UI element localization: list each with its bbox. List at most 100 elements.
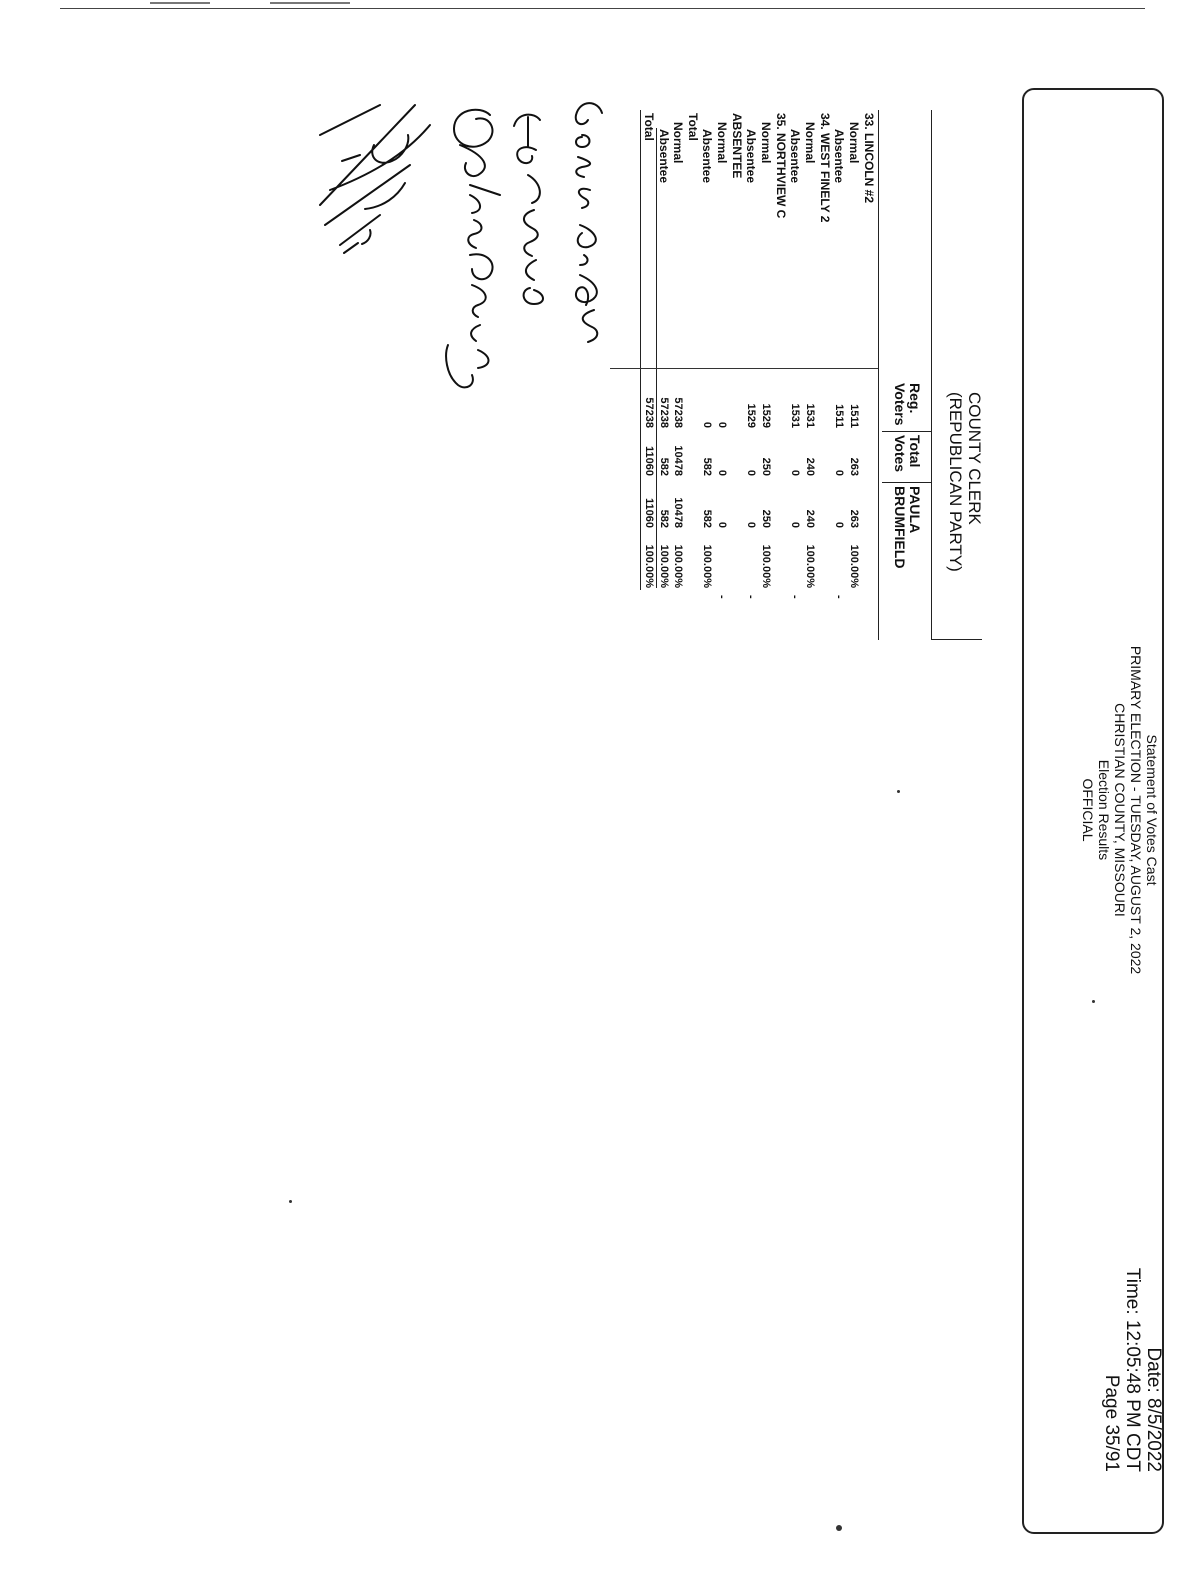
reg-voters-cell: 1531 xyxy=(789,403,801,428)
column-divider xyxy=(882,431,932,432)
candidate-percent-cell: 100.00% xyxy=(672,544,684,588)
candidate-votes-cell: 250 xyxy=(760,509,772,528)
candidate-votes-cell: 0 xyxy=(789,521,801,528)
candidate-line2: BRUMFIELD xyxy=(892,486,908,569)
reg-voters-cell: 1511 xyxy=(833,404,845,428)
row-label: Normal xyxy=(803,122,817,164)
candidate-percent-cell: 100.00% xyxy=(643,544,655,588)
reg-voters-cell: 0 xyxy=(716,421,728,428)
candidate-votes-cell: 10478 xyxy=(672,497,684,528)
precinct-heading: ABSENTEE xyxy=(730,113,744,179)
row-label: Normal xyxy=(715,122,729,164)
row-label: Absentee xyxy=(700,129,714,184)
signature-block xyxy=(319,102,603,389)
total-votes-cell: 11060 xyxy=(643,446,655,476)
reg-voters-cell: 57238 xyxy=(672,397,684,428)
county-name: CHRISTIAN COUNTY, MISSOURI xyxy=(1112,703,1128,917)
reg-voters-cell: 57238 xyxy=(643,397,655,428)
reg-voters-cell: 1531 xyxy=(804,403,816,428)
candidate-votes-cell: 582 xyxy=(701,509,713,528)
reg-voters-cell: 1529 xyxy=(745,403,757,428)
scan-speck xyxy=(836,1525,842,1531)
column-divider xyxy=(882,482,932,483)
report-meta: Date: 8/5/2022 Time: 12:05:48 PM CDT Pag… xyxy=(1101,1262,1164,1472)
candidate-votes-cell: 0 xyxy=(745,521,757,528)
candidate-percent-dash: - xyxy=(745,595,757,599)
reg-voters-header: Reg. Voters xyxy=(892,383,923,426)
total-votes-cell: 0 xyxy=(716,469,728,476)
official-status: OFFICIAL xyxy=(1080,778,1096,842)
row-label: Absentee xyxy=(788,129,802,184)
total-votes-header: Total Votes xyxy=(892,435,923,473)
total-votes-cell: 0 xyxy=(745,469,757,476)
reg-voters-cell: 1529 xyxy=(760,403,772,428)
scan-edge-line xyxy=(60,8,1145,9)
row-label: Normal xyxy=(671,122,685,164)
reg-voters-cell: 57238 xyxy=(658,397,670,428)
report-time: Time: 12:05:48 PM CDT xyxy=(1122,1267,1143,1472)
precinct-heading: 35. NORTHVIEW C xyxy=(774,113,788,219)
candidate-percent-dash: - xyxy=(789,595,801,599)
total-votes-cell: 250 xyxy=(760,457,772,476)
reg-voters-line2: Voters xyxy=(892,383,908,426)
candidate-votes-cell: 582 xyxy=(658,509,670,528)
contest-title: COUNTY CLERK (REPUBLICAN PARTY) xyxy=(946,392,984,632)
reg-voters-cell: 0 xyxy=(701,421,713,428)
total-votes-cell: 10478 xyxy=(672,445,684,476)
header-rule xyxy=(931,110,932,640)
report-header: Statement of Votes Cast PRIMARY ELECTION… xyxy=(1080,570,1160,1050)
header-rule xyxy=(932,639,982,640)
signature-2 xyxy=(513,113,544,305)
absentee-underline xyxy=(656,128,657,588)
report-title: Statement of Votes Cast xyxy=(1144,734,1160,886)
candidate-votes-cell: 240 xyxy=(804,509,816,528)
reg-voters-line1: Reg. xyxy=(907,383,923,414)
election-name: PRIMARY ELECTION - TUESDAY, AUGUST 2, 20… xyxy=(1128,645,1144,975)
row-label: Absentee xyxy=(657,129,671,184)
scan-mark xyxy=(270,2,350,4)
table-rule xyxy=(610,368,878,369)
row-label: Absentee xyxy=(744,129,758,184)
total-underline xyxy=(640,110,641,590)
total-votes-cell: 0 xyxy=(789,469,801,476)
header-rule xyxy=(878,110,879,640)
candidate-percent-cell: 100.00% xyxy=(701,544,713,588)
total-votes-cell: 0 xyxy=(833,469,845,476)
contest-party: (REPUBLICAN PARTY) xyxy=(946,392,965,572)
precinct-heading: 34. WEST FINELY 2 xyxy=(818,113,832,223)
scan-speck xyxy=(897,790,900,793)
candidate-percent-dash: - xyxy=(716,595,728,599)
total-votes-line1: Total xyxy=(907,435,923,468)
candidate-votes-cell: 263 xyxy=(848,509,860,528)
candidate-header: PAULA BRUMFIELD xyxy=(892,486,923,569)
row-label: Absentee xyxy=(832,129,846,184)
total-votes-cell: 263 xyxy=(848,457,860,476)
row-label: Normal xyxy=(847,122,861,164)
row-label: Normal xyxy=(759,122,773,164)
scan-speck xyxy=(289,1200,292,1203)
signature-3 xyxy=(445,108,501,389)
signature-4 xyxy=(319,104,431,254)
candidate-percent-cell: 100.00% xyxy=(804,544,816,588)
candidate-percent-cell: 100.00% xyxy=(848,544,860,588)
reg-voters-cell: 1511 xyxy=(848,404,860,428)
scan-mark xyxy=(150,2,210,4)
candidate-votes-cell: 0 xyxy=(833,521,845,528)
total-votes-cell: 582 xyxy=(658,457,670,476)
page-number: Page 35/91 xyxy=(1101,1374,1122,1472)
results-label: Election Results xyxy=(1096,759,1112,861)
scan-speck xyxy=(1092,1000,1095,1003)
contest-name: COUNTY CLERK xyxy=(965,392,984,525)
candidate-percent-cell: 100.00% xyxy=(658,544,670,588)
candidate-line1: PAULA xyxy=(907,486,923,534)
precinct-heading: Total xyxy=(686,113,700,141)
total-votes-line2: Votes xyxy=(892,435,908,473)
candidate-percent-dash: - xyxy=(833,595,845,599)
precinct-heading: 33. LINCOLN #2 xyxy=(862,113,876,204)
report-date: Date: 8/5/2022 xyxy=(1143,1347,1164,1472)
signature-1 xyxy=(574,102,603,343)
grand-total-label: Total xyxy=(642,113,656,141)
total-votes-cell: 240 xyxy=(804,457,816,476)
candidate-percent-cell: 100.00% xyxy=(760,544,772,588)
total-votes-cell: 582 xyxy=(701,457,713,476)
